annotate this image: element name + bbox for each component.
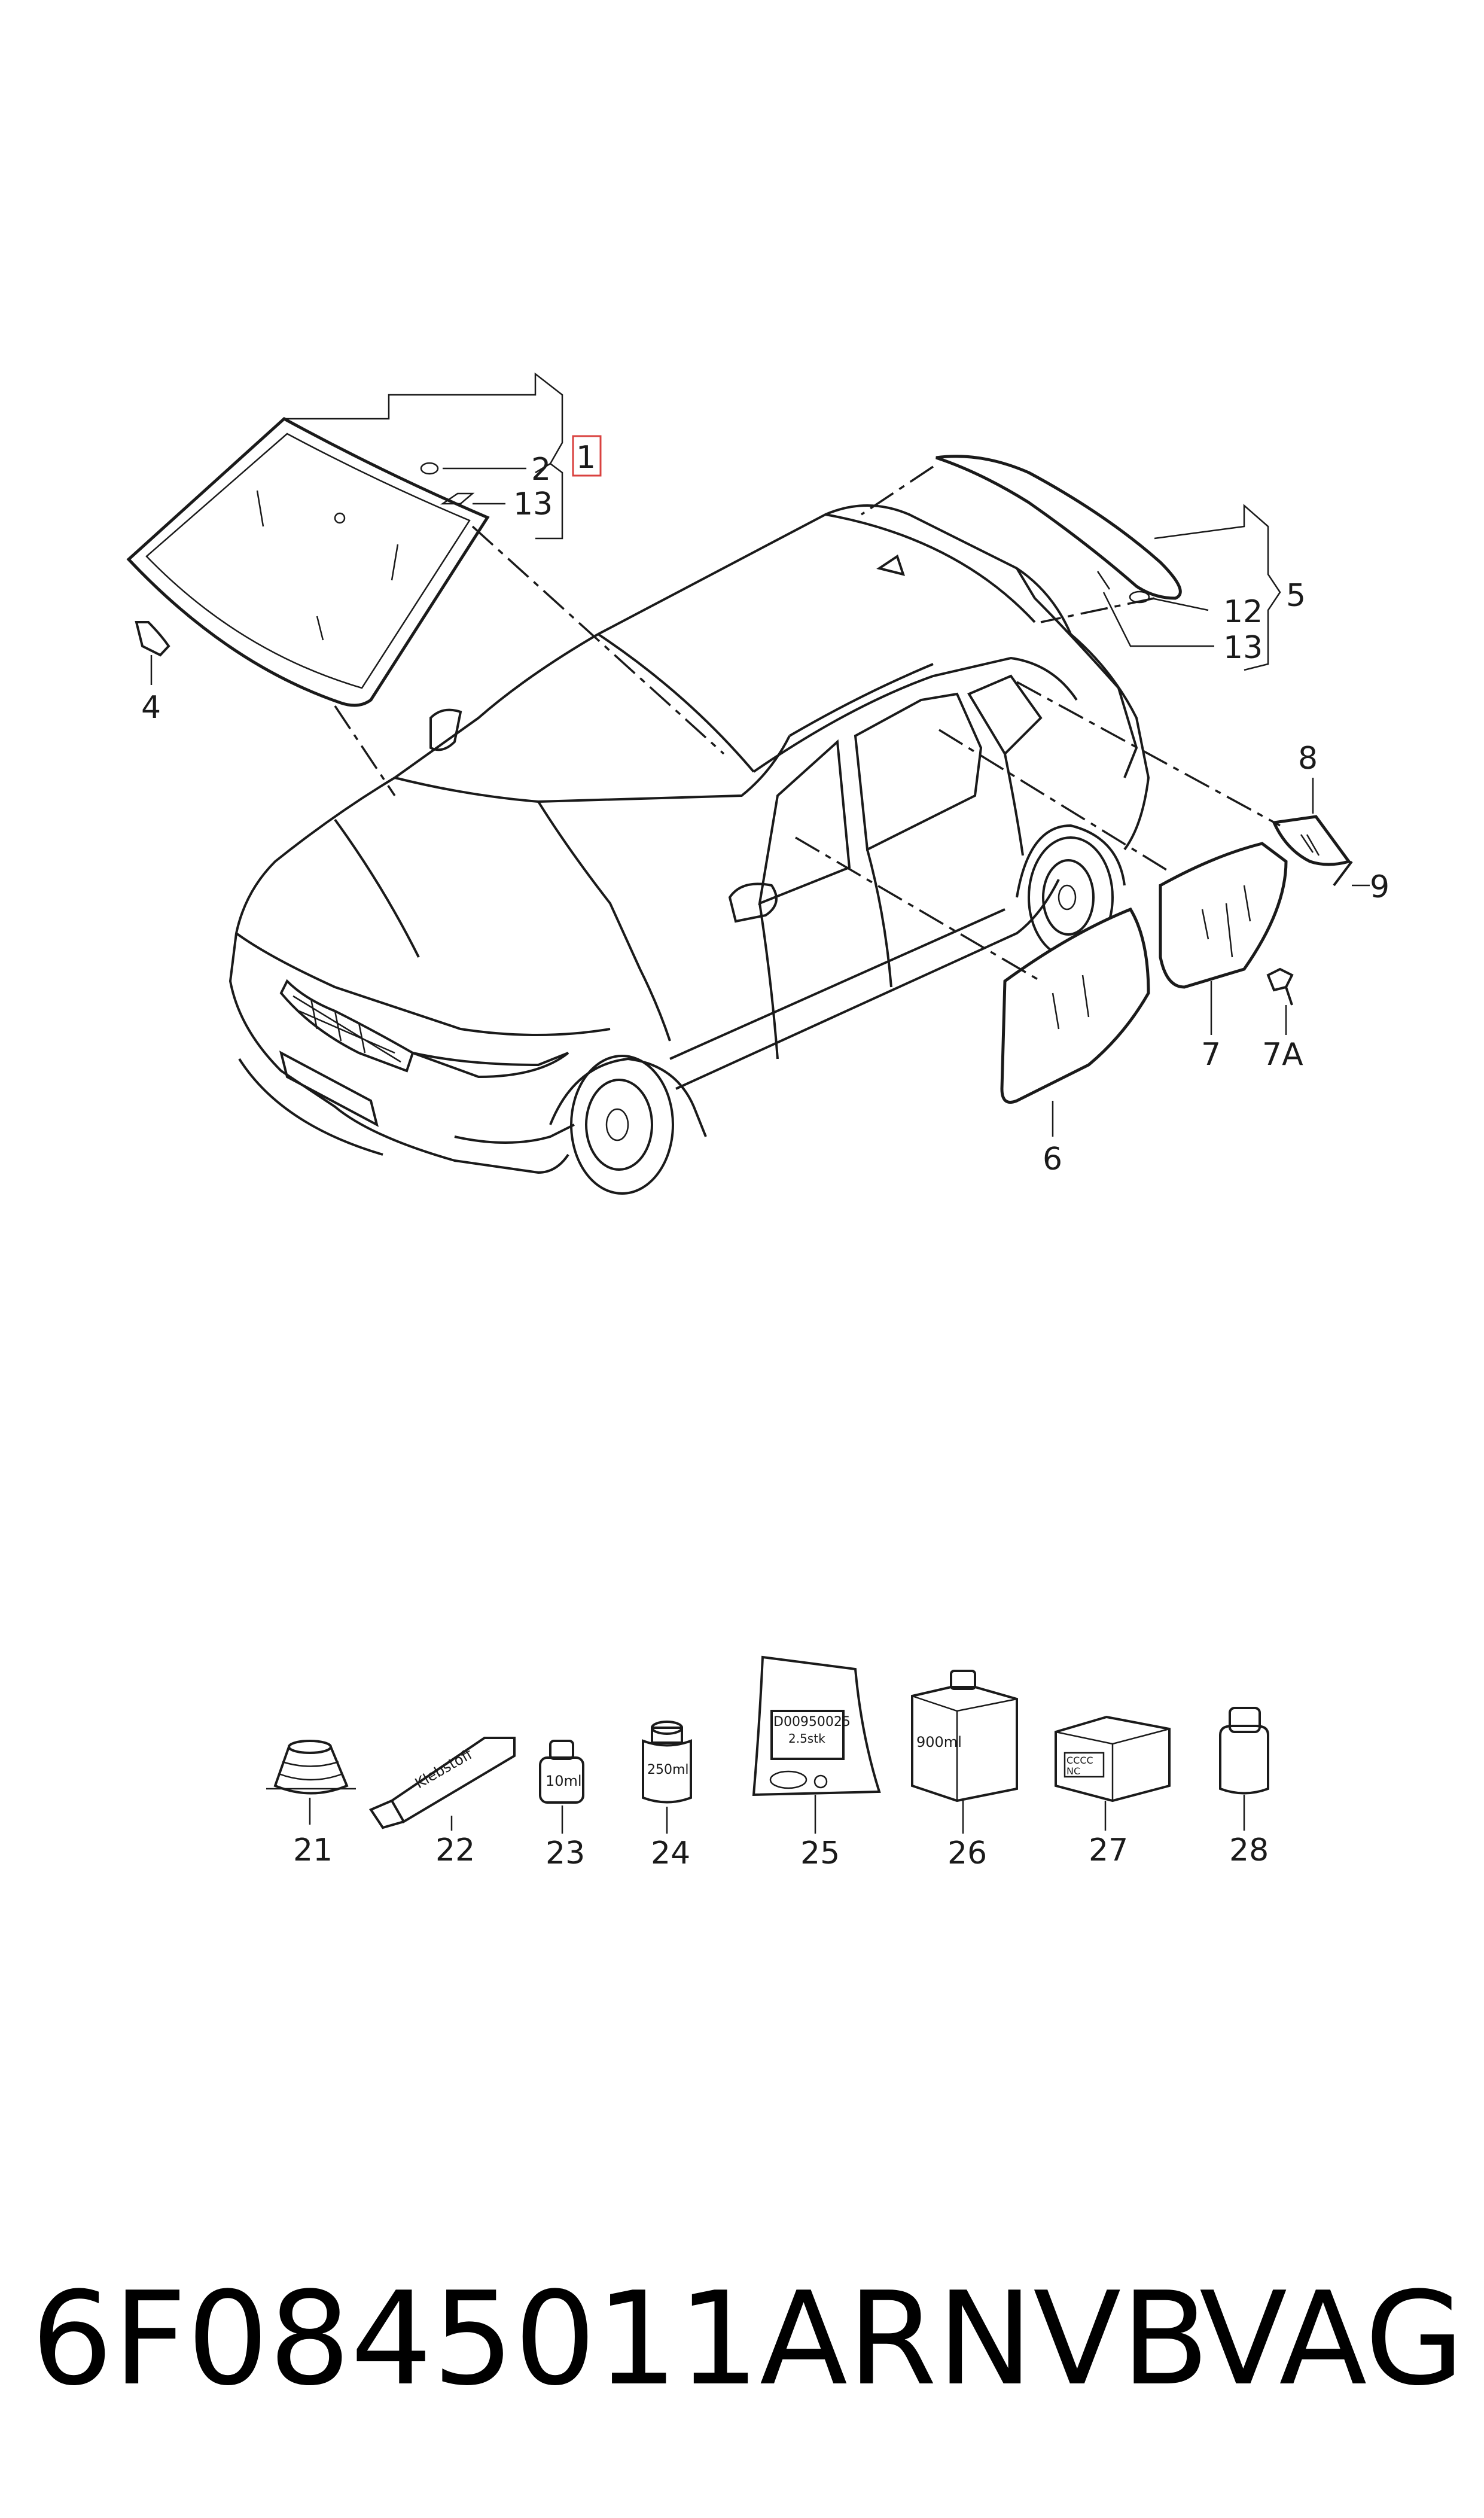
callout-4: 4 [141, 690, 161, 726]
rear-trim-strip-icon [1096, 571, 1111, 590]
repair-kit-bag-icon: D00950025 2.5stk [752, 1655, 881, 1797]
quarter-glass-part[interactable] [1272, 815, 1352, 866]
car-illustration [228, 504, 1150, 1195]
svg-text:CCCC: CCCC [1066, 1755, 1093, 1766]
sensor-bracket-icon [135, 621, 170, 657]
rear-window-part[interactable] [936, 455, 1182, 600]
callout-13b: 13 [1223, 630, 1263, 666]
cleaning-box-icon: CCCC NC [1055, 1715, 1171, 1803]
rear-door-glass-part[interactable] [1159, 842, 1288, 989]
accessory-28-number: 28 [1229, 1832, 1269, 1868]
callout-8: 8 [1298, 741, 1318, 777]
can-250ml-icon: 250ml [642, 1721, 692, 1804]
callout-6: 6 [1043, 1141, 1062, 1177]
sealing-cone-icon [266, 1740, 356, 1795]
accessory-25-number: 25 [800, 1835, 840, 1871]
callout-9: 9 [1370, 869, 1389, 905]
callout-13a: 13 [513, 486, 553, 522]
footer: 6F0845011ARNVB VAG [0, 2261, 1484, 2417]
quarter-seal-icon [1333, 860, 1353, 887]
accessory-22-number: 22 [435, 1832, 475, 1868]
brand-label: VAG [1199, 2264, 1465, 2414]
adhesive-tube-icon: Klebstoff [369, 1737, 516, 1829]
callout-1-box [572, 435, 602, 477]
part-number: 6F0845011ARNVB [31, 2264, 1209, 2414]
primer-bottle-10ml-icon: 10ml [539, 1740, 584, 1804]
front-door-glass-part[interactable] [1000, 907, 1150, 1104]
bottle-icon [1219, 1707, 1269, 1795]
callout-5: 5 [1286, 578, 1306, 614]
callout-12: 12 [1223, 594, 1263, 630]
accessory-24-number: 24 [651, 1835, 690, 1871]
accessory-27-number: 27 [1089, 1832, 1128, 1868]
seal-clip-icon [420, 462, 439, 475]
accessory-23-number: 23 [546, 1835, 585, 1871]
trim-strip-icon [440, 492, 475, 505]
callout-1: 1 [576, 440, 596, 476]
svg-text:250ml: 250ml [647, 1762, 689, 1777]
svg-text:2.5stk: 2.5stk [788, 1731, 825, 1746]
accessories-row: 21 Klebstoff 22 10ml 23 250ml 24 [266, 1655, 1269, 1871]
callout-7a: 7A [1262, 1037, 1303, 1073]
svg-text:NC: NC [1066, 1765, 1080, 1777]
svg-text:D00950025: D00950025 [773, 1715, 851, 1730]
svg-text:900ml: 900ml [916, 1734, 962, 1750]
windscreen-part[interactable] [126, 416, 490, 707]
callout-2: 2 [531, 452, 551, 488]
accessory-26-number: 26 [947, 1835, 987, 1871]
canister-900ml-icon: 900ml [911, 1670, 1018, 1803]
svg-text:10ml: 10ml [546, 1773, 582, 1789]
window-screw-icon [1266, 967, 1294, 992]
callout-7: 7 [1201, 1037, 1221, 1073]
accessory-21-number: 21 [293, 1832, 333, 1868]
